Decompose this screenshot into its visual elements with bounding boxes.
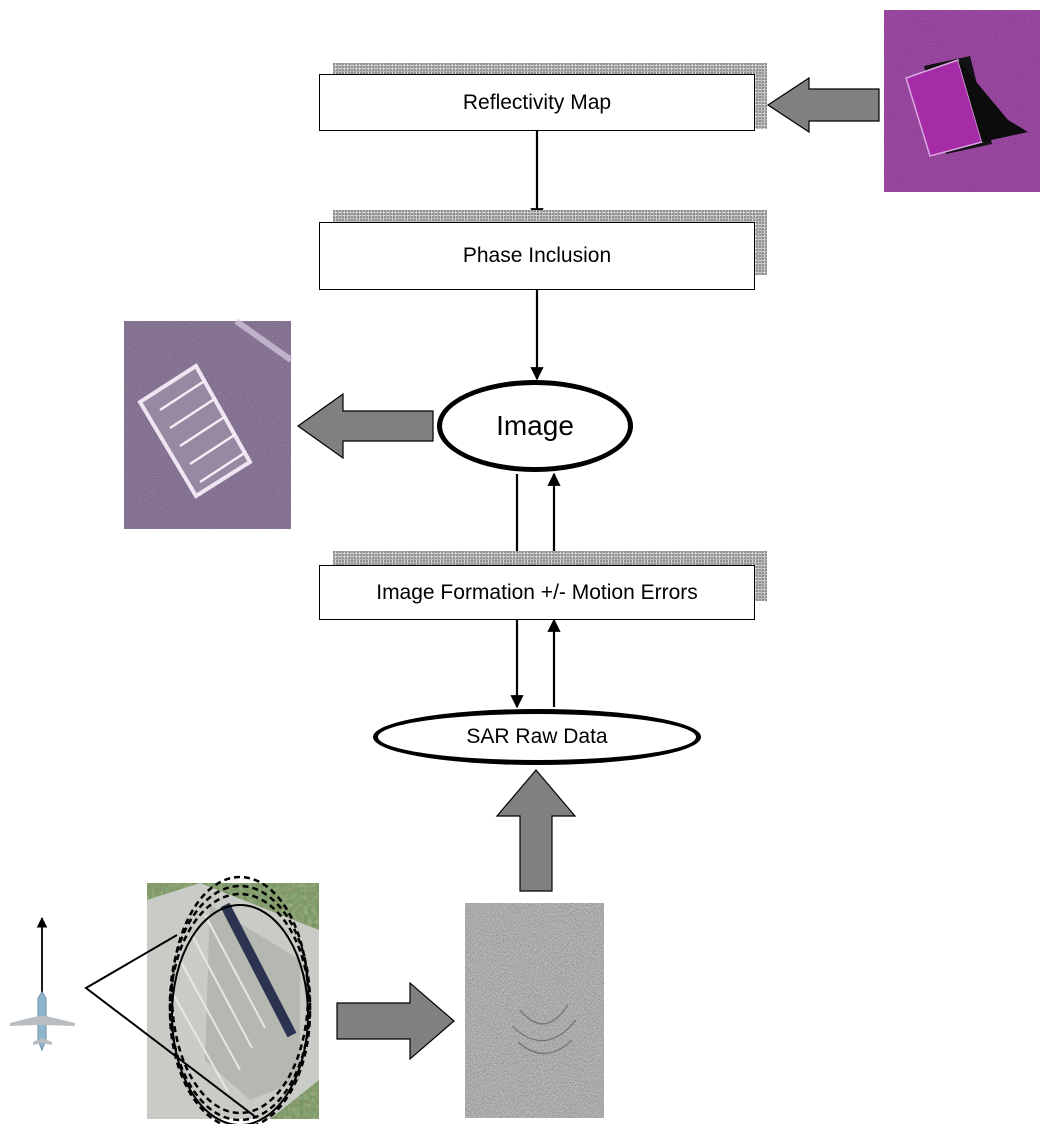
- block-arrow-to-sar-image: [296, 392, 434, 460]
- reflectivity-sim-image: [884, 10, 1040, 192]
- phase-inclusion-label: Phase Inclusion: [462, 244, 612, 267]
- reflectivity-map-box: Reflectivity Map: [319, 74, 755, 131]
- aerial-photo: [84, 875, 319, 1124]
- image-formation-label: Image Formation +/- Motion Errors: [376, 580, 698, 604]
- sar-raw-data-label: SAR Raw Data: [466, 725, 608, 748]
- sar-image-result: [124, 318, 293, 529]
- block-arrow-to-raw-data-patch: [336, 981, 455, 1061]
- image-oval: Image: [437, 380, 633, 472]
- raw-data-patch: [465, 903, 604, 1118]
- aircraft-icon: [10, 916, 75, 1052]
- image-formation-box: Image Formation +/- Motion Errors: [319, 565, 755, 620]
- reflectivity-map-label: Reflectivity Map: [462, 90, 612, 114]
- image-label: Image: [496, 410, 574, 441]
- block-arrow-up-to-raw-oval: [495, 769, 577, 892]
- phase-inclusion-box: Phase Inclusion: [319, 222, 755, 290]
- sar-raw-data-oval: SAR Raw Data: [373, 709, 701, 765]
- block-arrow-into-reflectivity: [766, 76, 880, 134]
